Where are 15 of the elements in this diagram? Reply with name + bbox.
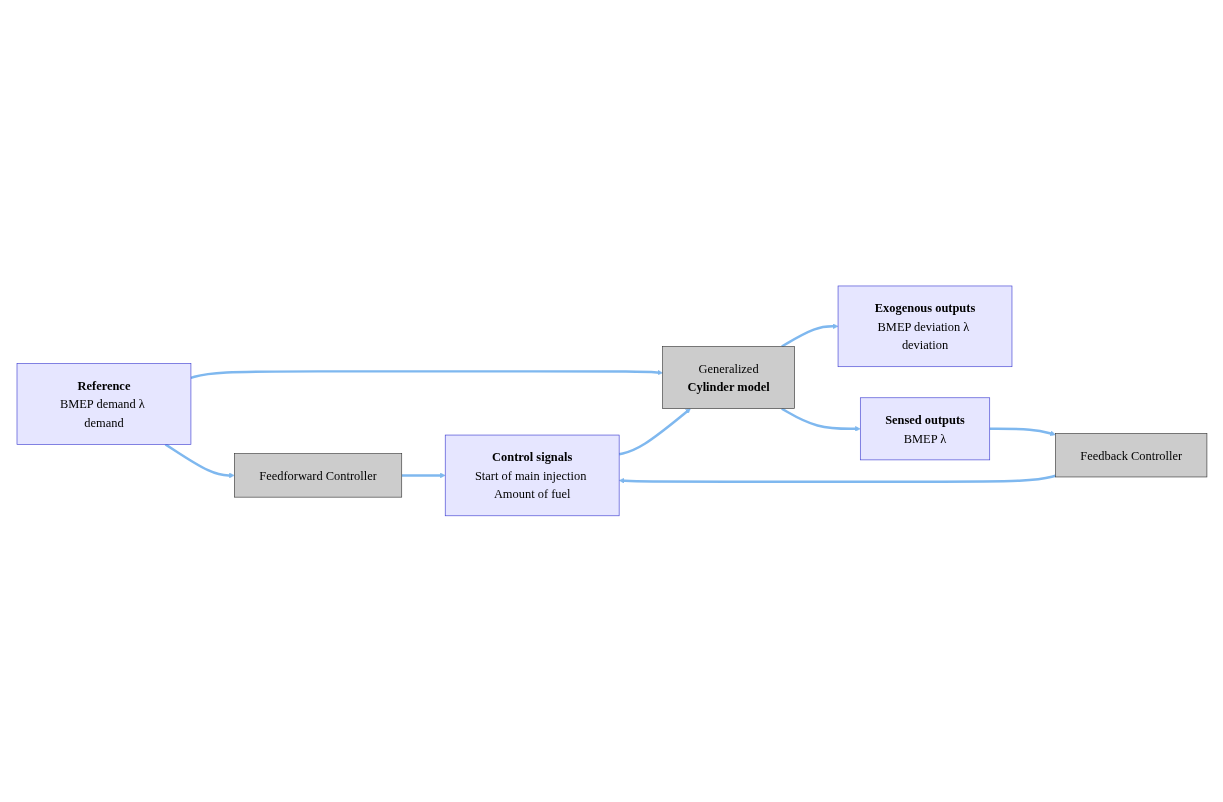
node-box: Reference BMEP demand λ demand <box>16 363 191 445</box>
arrow <box>164 443 235 479</box>
node-box: Feedback Controller <box>1054 433 1207 478</box>
node-box: Feedforward Controller <box>233 453 402 498</box>
arrow <box>190 369 663 380</box>
node-box: Exogenous outputs BMEP deviation λ deviation <box>837 285 1012 368</box>
arrow <box>401 472 445 479</box>
node-box: Control signals Start of main injection Amount of fuel <box>444 434 619 517</box>
arrow <box>618 474 1056 484</box>
arrow <box>618 408 691 456</box>
arrow <box>780 323 838 348</box>
arrow <box>780 407 861 432</box>
node-box: Generalized Cylinder model <box>661 346 795 410</box>
arrow <box>989 427 1056 437</box>
node-box: Sensed outputs BMEP λ <box>859 397 990 461</box>
